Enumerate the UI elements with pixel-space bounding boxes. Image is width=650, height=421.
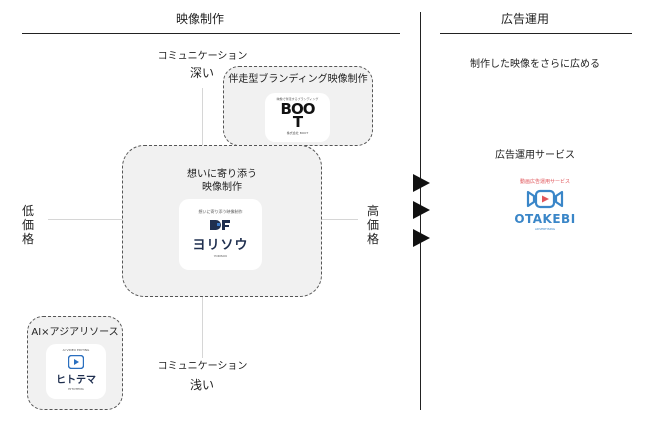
- hitotema-logo-card: AI VIDEO EDITING ヒトテマ HITOTEMA: [46, 344, 106, 399]
- boot-service-box: 伴走型ブランディング映像制作 映像で伴走するブランディング BOOT 株式会社 …: [223, 66, 373, 146]
- arrow-right-1: [413, 174, 430, 192]
- yorisou-logo-card: 想いに寄り添う映像制作 ヨリソウ YORISOU: [179, 199, 262, 270]
- boot-logo-sub: 株式会社 BOOT: [286, 131, 309, 135]
- right-tagline: 制作した映像をさらに広める: [470, 59, 600, 70]
- yorisou-service-box: 想いに寄り添う 映像制作 想いに寄り添う映像制作 ヨリソウ YORISOU: [122, 145, 322, 297]
- header-right-title: 広告運用: [500, 12, 549, 26]
- yorisou-mark-icon: [209, 220, 230, 230]
- hitotema-service-box: AI×アジアリソース AI VIDEO EDITING ヒトテマ HITOTEM…: [27, 316, 123, 410]
- hitotema-logo-sub: HITOTEMA: [68, 387, 84, 391]
- axis-top-sub: 深い: [189, 66, 214, 80]
- arrow-right-2: [413, 201, 430, 219]
- axis-right-label: 高価格: [366, 204, 379, 246]
- yorisou-logo-sub: YORISOU: [213, 254, 228, 258]
- axis-top-label: コミュニケーション: [157, 51, 248, 62]
- otakebi-sub: ADVERTISING: [534, 227, 556, 231]
- otakebi-logo: 動画広告運用サービス OTAKEBI ADVERTISING: [505, 178, 585, 242]
- otakebi-megaphone-icon: [526, 189, 564, 209]
- axis-left-label: 低価格: [21, 204, 34, 246]
- boot-logo: BOOT: [280, 100, 316, 131]
- yorisou-label-line2: 映像制作: [202, 182, 242, 193]
- axis-bottom-sub: 浅い: [189, 378, 214, 392]
- boot-service-label: 伴走型ブランディング映像制作: [228, 74, 368, 85]
- boot-logo-card: 映像で伴走するブランディング BOOT 株式会社 BOOT: [265, 93, 330, 142]
- otakebi-logo-tag: 動画広告運用サービス: [519, 179, 570, 185]
- yorisou-label-line1: 想いに寄り添う: [187, 169, 257, 180]
- boot-logo-tagline: 映像で伴走するブランディング: [276, 97, 319, 101]
- hitotema-logo-top: AI VIDEO EDITING: [62, 348, 90, 352]
- yorisou-logo-tag: 想いに寄り添う映像制作: [198, 209, 243, 214]
- otakebi-name: OTAKEBI: [514, 212, 576, 226]
- header-left-title: 映像制作: [175, 12, 224, 26]
- yorisou-logo-text: ヨリソウ: [192, 238, 249, 253]
- axis-bottom-label: コミュニケーション: [157, 361, 248, 372]
- header-right-rule: [440, 33, 632, 34]
- ad-service-label: 広告運用サービス: [495, 150, 575, 161]
- hitotema-play-icon: [68, 355, 84, 369]
- hitotema-logo-text: ヒトテマ: [56, 375, 96, 386]
- header-left-rule: [22, 33, 400, 34]
- arrow-right-3: [413, 229, 430, 247]
- hitotema-service-label: AI×アジアリソース: [31, 327, 119, 338]
